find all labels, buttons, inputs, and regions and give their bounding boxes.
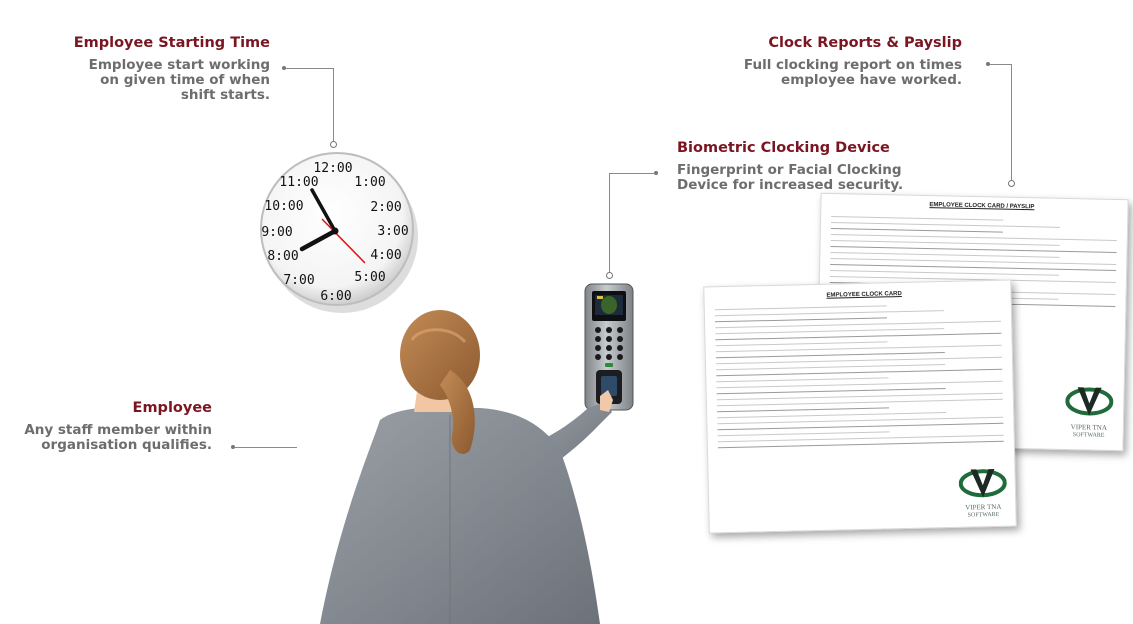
leader-end-ring [330, 141, 337, 148]
leader-line [1011, 64, 1012, 181]
employee-figure [320, 310, 613, 624]
clock-hour-9: 9:00 [261, 225, 292, 240]
clock-hour-1: 1:00 [354, 175, 385, 190]
starting-time-description: Employee start working on given time of … [88, 57, 270, 103]
clock-reports-title: Clock Reports & Payslip [768, 35, 962, 51]
leader-dot [231, 445, 235, 449]
clock-card-logo-name: VIPER TNA [965, 502, 1002, 512]
clock-hour-8: 8:00 [267, 249, 298, 264]
clock-card-document: EMPLOYEE CLOCK CARD VIPER TNA SOFTWARE [703, 279, 1017, 534]
leader-dot [986, 62, 990, 66]
clock-hour-5: 5:00 [354, 270, 385, 285]
clock-hour-11: 11:00 [279, 175, 318, 190]
starting-time-title: Employee Starting Time [73, 35, 270, 51]
device-keypad [595, 327, 623, 360]
clock-hour-hand [299, 228, 338, 252]
clock-hour-6: 6:00 [320, 289, 351, 304]
biometric-title: Biometric Clocking Device [677, 140, 890, 156]
leader-line [609, 173, 655, 174]
viper-logo-icon [1065, 387, 1114, 416]
leader-end-ring [1008, 180, 1015, 187]
leader-end-ring [606, 272, 613, 279]
clock-card-rows [714, 303, 1004, 453]
clock-card-logo-sub: SOFTWARE [967, 511, 1000, 519]
leader-line [333, 68, 334, 142]
employee-torso [320, 408, 600, 624]
clock-second-hand [321, 218, 366, 264]
viper-logo-icon [958, 468, 1007, 498]
clock-hour-10: 10:00 [264, 199, 303, 214]
wall-clock: 12:00 1:00 2:00 3:00 4:00 5:00 6:00 7:00… [260, 152, 418, 313]
leader-dot [282, 66, 286, 70]
payslip-logo-sub: SOFTWARE [1072, 432, 1105, 439]
biometric-device [584, 283, 634, 411]
leader-dot [654, 171, 658, 175]
biometric-description: Fingerprint or Facial Clocking Device fo… [677, 162, 904, 193]
leader-line [235, 447, 297, 448]
clock-hour-3: 3:00 [377, 224, 408, 239]
payslip-title: EMPLOYEE CLOCK CARD / PAYSLIP [929, 202, 1035, 211]
clock-reports-description: Full clocking report on times employee h… [743, 57, 962, 88]
clock-card-title: EMPLOYEE CLOCK CARD [826, 291, 902, 299]
clock-hour-2: 2:00 [370, 200, 401, 215]
employee-hand [600, 390, 613, 412]
clock-minute-hand [310, 188, 337, 233]
leader-line [609, 173, 610, 273]
leader-line [286, 68, 334, 69]
clock-hour-7: 7:00 [283, 273, 314, 288]
leader-line [990, 64, 1012, 65]
employee-title: Employee [132, 400, 212, 416]
payslip-document: EMPLOYEE CLOCK CARD / PAYSLIP VIPER TNA … [815, 192, 1129, 452]
employee-hair [400, 310, 480, 400]
clock-hour-12: 12:00 [313, 161, 352, 176]
employee-description: Any staff member within organisation qua… [24, 422, 212, 453]
clock-center-pin [331, 227, 339, 235]
clock-hour-4: 4:00 [370, 248, 401, 263]
payslip-logo-name: VIPER TNA [1070, 423, 1108, 432]
